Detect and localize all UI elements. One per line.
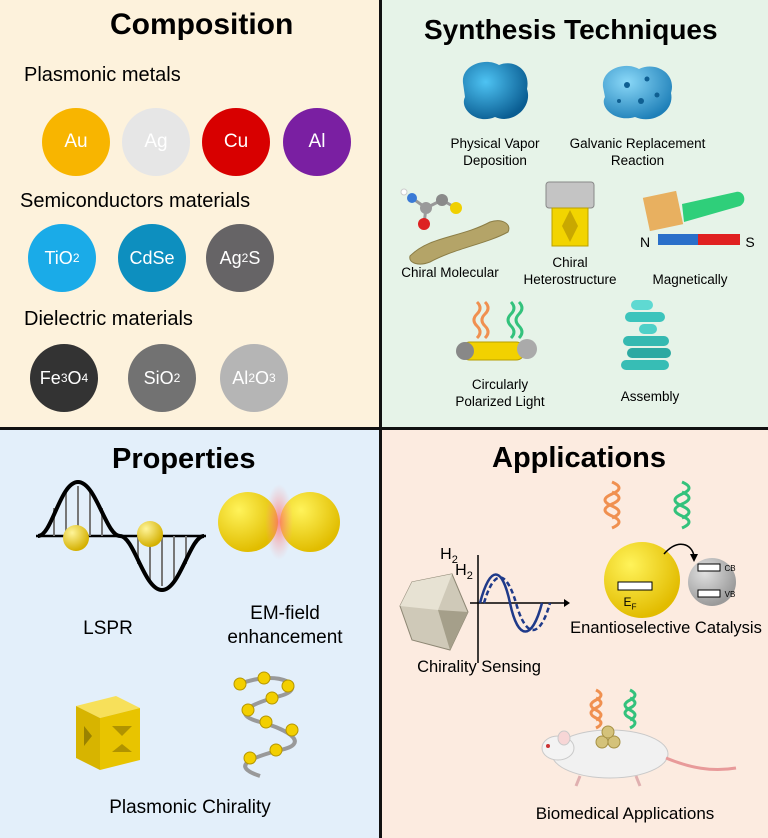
chirality-sensing-particle-icon — [399, 573, 469, 651]
chiral-cube-icon — [76, 696, 140, 770]
lspr-label: LSPR — [83, 618, 133, 639]
al-circle: Al — [283, 108, 351, 176]
galvanic-particle-icon — [602, 65, 673, 120]
chiral-helix-icon — [233, 671, 299, 778]
chiral-molecule-icon — [400, 188, 510, 265]
au-circle: Au — [42, 108, 110, 176]
semiconductors-heading: Semiconductors materials — [20, 190, 251, 212]
assembly-label: Assembly — [620, 389, 680, 404]
magnet-icon — [642, 190, 745, 245]
applications-title: Applications — [492, 442, 667, 474]
mouse-icon — [541, 725, 737, 787]
composition-title: Composition — [110, 8, 294, 41]
vb-label: VB — [724, 590, 736, 599]
magnet-n-label: N — [639, 234, 651, 250]
galvanic-label: Galvanic Replacement Reaction — [569, 136, 706, 168]
ef-label: EF — [623, 595, 637, 612]
cpl-label: Circularly Polarized Light — [455, 377, 545, 409]
enantio-catalysis-label: Enantioselective Catalysis — [570, 619, 762, 637]
pvd-label: Physical Vapor Deposition — [450, 136, 540, 168]
lspr-wave-icon — [36, 479, 206, 593]
dielectric-heading: Dielectric materials — [24, 308, 193, 330]
plasmonic-heading: Plasmonic metals — [24, 64, 181, 86]
cb-label: CB — [724, 564, 736, 573]
cpl-icon — [456, 300, 537, 361]
chirality-sensing-label: Chirality Sensing — [417, 658, 541, 676]
synthesis-title: Synthesis Techniques — [424, 14, 718, 45]
chiral-hetero-label: Chiral Heterostructure — [523, 255, 617, 287]
chiral-heterostructure-icon — [545, 181, 595, 247]
magnetically-label: Magnetically — [652, 272, 728, 287]
catalysis-icon — [604, 542, 736, 618]
em-field-label: EM-field enhancement — [227, 603, 343, 648]
cd-spectrum-icon — [470, 555, 570, 663]
horizontal-divider — [0, 427, 768, 430]
biomedical-label: Biomedical Applications — [535, 804, 715, 823]
h2-top-label: H2 — [440, 546, 458, 567]
cpl-waves-small-icon — [589, 688, 637, 730]
h2-bottom-label: H2 — [455, 562, 473, 583]
chiral-molecular-label: Chiral Molecular — [401, 265, 499, 280]
plasmonic-chirality-label: Plasmonic Chirality — [109, 797, 271, 818]
assembly-icon — [621, 300, 671, 370]
magnet-s-label: S — [745, 234, 755, 250]
cu-circle: Cu — [202, 108, 270, 176]
properties-title: Properties — [112, 443, 256, 475]
ag-circle: Ag — [122, 108, 190, 176]
em-field-icon — [218, 484, 340, 560]
pvd-particle-icon — [462, 61, 529, 120]
cdse-circle: CdSe — [118, 224, 186, 292]
cpl-waves-icon — [603, 480, 691, 530]
vertical-divider — [379, 0, 382, 838]
